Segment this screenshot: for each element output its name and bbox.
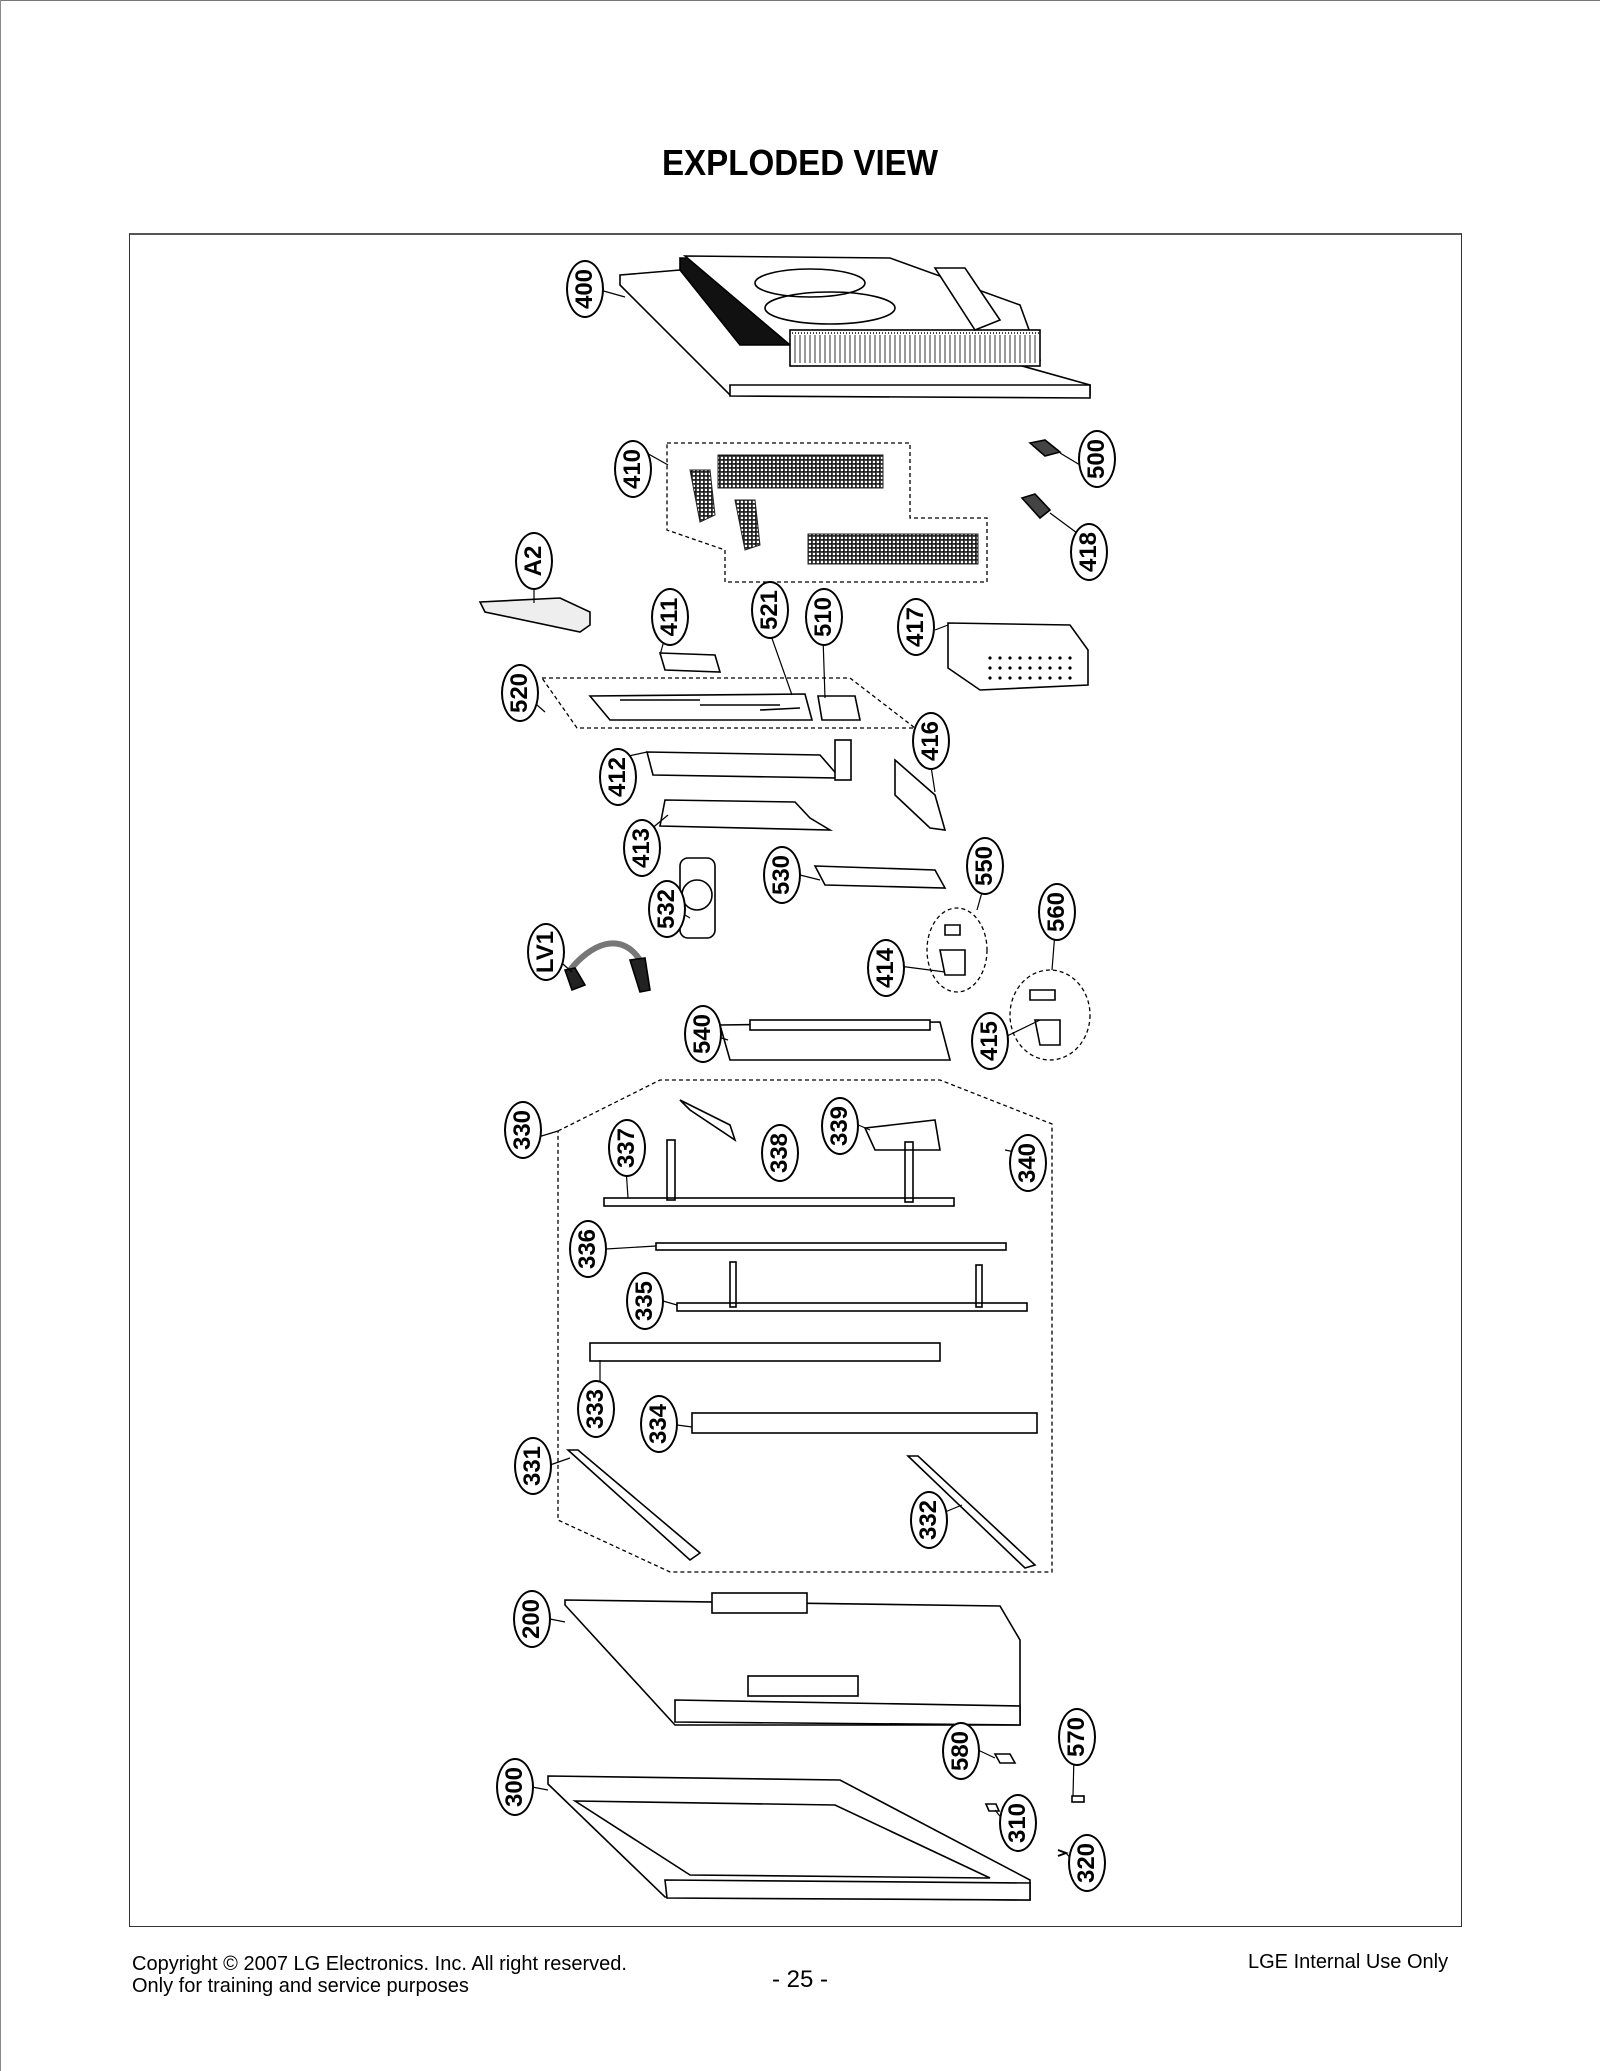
vent-mesh-parts [689,454,979,565]
callout-330[interactable]: 330 [504,1101,542,1159]
callout-500[interactable]: 500 [1078,430,1116,488]
callout-300[interactable]: 300 [496,1758,534,1816]
group-outline-550 [926,907,988,993]
callout-335[interactable]: 335 [626,1272,664,1330]
callout-338[interactable]: 338 [761,1124,799,1182]
callout-532[interactable]: 532 [648,880,686,938]
callout-320[interactable]: 320 [1068,1834,1106,1892]
callout-411[interactable]: 411 [651,588,689,646]
callout-521[interactable]: 521 [751,581,789,639]
callout-333[interactable]: 333 [577,1380,615,1438]
callout-510[interactable]: 510 [805,588,843,646]
callout-414[interactable]: 414 [867,939,905,997]
callout-570[interactable]: 570 [1058,1708,1096,1766]
copyright-text: Copyright © 2007 LG Electronics. Inc. Al… [132,1953,627,1975]
page-title: EXPLODED VIEW [661,142,939,183]
callout-412[interactable]: 412 [599,748,637,806]
callout-310[interactable]: 310 [999,1794,1037,1852]
callout-540[interactable]: 540 [684,1005,722,1063]
classification-text: LGE Internal Use Only [1248,1951,1449,1973]
callout-339[interactable]: 339 [821,1097,859,1155]
callout-334[interactable]: 334 [640,1395,678,1453]
group-outline-520 [540,677,917,729]
callout-340[interactable]: 340 [1009,1134,1047,1192]
callout-560[interactable]: 560 [1038,883,1076,941]
callout-550[interactable]: 550 [966,837,1004,895]
purpose-text: Only for training and service purposes [132,1975,469,1997]
callout-520[interactable]: 520 [501,664,539,722]
group-outline-330 [557,1079,1053,1573]
callout-415[interactable]: 415 [971,1012,1009,1070]
page-border-left [0,0,1,2071]
group-outline-410 [666,442,988,583]
page-number: - 25 - [771,1966,828,1993]
callout-200[interactable]: 200 [513,1590,551,1648]
callout-400[interactable]: 400 [566,260,604,318]
callout-416[interactable]: 416 [912,712,950,770]
callout-lv1[interactable]: LV1 [527,923,565,981]
group-outline-560 [1009,969,1091,1061]
callout-413[interactable]: 413 [623,819,661,877]
callout-336[interactable]: 336 [569,1220,607,1278]
callout-580[interactable]: 580 [942,1722,980,1780]
callout-a2[interactable]: A2 [515,532,553,590]
callout-418[interactable]: 418 [1070,523,1108,581]
callout-410[interactable]: 410 [614,440,652,498]
callout-332[interactable]: 332 [910,1491,948,1549]
back-cover-part [619,255,1091,399]
footer-copyright-block: Copyright © 2007 LG Electronics. Inc. Al… [132,1953,627,1997]
callout-337[interactable]: 337 [608,1119,646,1177]
callout-331[interactable]: 331 [514,1437,552,1495]
page-border-top [0,0,1600,1]
callout-417[interactable]: 417 [897,598,935,656]
callout-530[interactable]: 530 [763,846,801,904]
diagram-frame [129,233,1462,1927]
